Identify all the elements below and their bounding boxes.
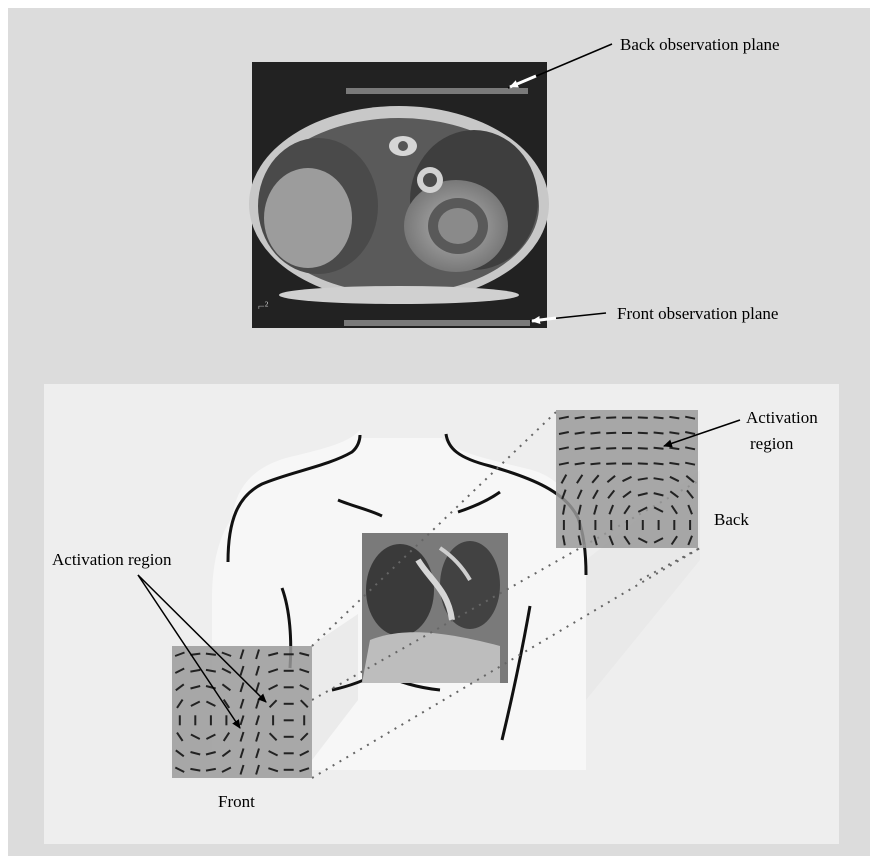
current-vector [638, 417, 648, 418]
current-vector [654, 463, 664, 464]
current-vector [654, 448, 664, 449]
current-vector [575, 432, 585, 433]
current-vector [591, 417, 601, 418]
mri-cross-section [249, 62, 549, 328]
front-observation-plane-bar [344, 320, 530, 326]
chest-mri-inset [362, 533, 508, 683]
current-vector [591, 448, 601, 449]
back-plane-label: Back observation plane [620, 35, 780, 55]
current-vector [638, 448, 648, 449]
front-plane-label: Front observation plane [617, 304, 778, 324]
current-vector [591, 433, 601, 434]
front-label: Front [218, 792, 255, 812]
current-vector [606, 463, 616, 464]
current-vector [669, 432, 679, 433]
back-field-map [556, 410, 698, 548]
back-observation-plane-bar [346, 88, 528, 94]
current-vector [591, 463, 601, 464]
current-vector [206, 654, 216, 655]
back-label: Back [714, 510, 749, 530]
current-vector [606, 417, 616, 418]
current-vector [654, 433, 664, 434]
current-vector [606, 448, 616, 449]
current-vector [638, 463, 648, 464]
current-vector [654, 417, 664, 418]
front-activation-label: Activation region [52, 550, 171, 570]
front-field-map [172, 646, 312, 778]
back-activation-label-line2: region [750, 434, 793, 454]
back-activation-label-line1: Activation [746, 408, 818, 428]
mri-scale-mark: ⌐² [258, 300, 268, 314]
